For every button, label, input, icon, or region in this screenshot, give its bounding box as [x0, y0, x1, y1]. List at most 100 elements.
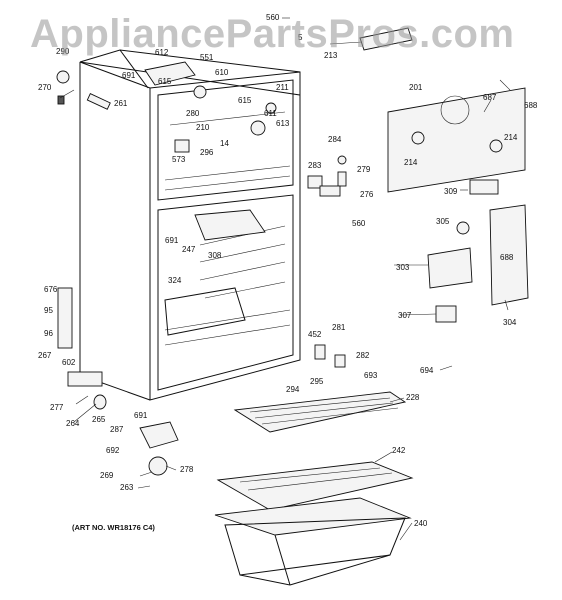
label-267: 267 [38, 351, 52, 360]
label-692: 692 [106, 446, 120, 455]
label-265: 265 [92, 415, 106, 424]
label-691-b: 691 [165, 236, 179, 245]
part-211 [265, 102, 277, 114]
label-277: 277 [50, 403, 64, 412]
part-283 [307, 175, 323, 189]
part-602 [67, 371, 103, 387]
part-452 [314, 344, 326, 360]
label-613: 613 [276, 119, 290, 128]
part-573 [174, 139, 190, 153]
label-95: 95 [44, 306, 53, 315]
label-602: 602 [62, 358, 76, 367]
part-261 [86, 93, 111, 110]
watermark: AppliancePartsPros.com [30, 12, 515, 56]
part-282 [334, 354, 346, 368]
part-279 [337, 171, 347, 187]
label-676: 676 [44, 285, 58, 294]
part-214b [489, 139, 503, 153]
label-691-c: 691 [134, 411, 148, 420]
label-612: 612 [155, 48, 169, 57]
label-284: 284 [328, 135, 342, 144]
label-261: 261 [114, 99, 128, 108]
shelf-228 [233, 391, 407, 433]
part-305 [456, 221, 470, 235]
label-560: 560 [266, 13, 280, 22]
label-296: 296 [200, 148, 214, 157]
refrigerator-cabinet [79, 49, 301, 401]
part-labels: 560 5 213 290 612 551 691 615 610 270 26… [38, 13, 538, 528]
label-280: 280 [186, 109, 200, 118]
label-611: 611 [264, 109, 277, 118]
label-96: 96 [44, 329, 53, 338]
part-270 [57, 95, 65, 105]
part-265 [93, 394, 107, 410]
label-304: 304 [503, 318, 517, 327]
part-284 [337, 155, 347, 165]
label-228: 228 [406, 393, 420, 402]
part-612 [144, 61, 196, 86]
label-240: 240 [414, 519, 428, 528]
label-688: 688 [524, 101, 538, 110]
label-214-b: 214 [404, 158, 418, 167]
label-307: 307 [398, 311, 412, 320]
label-691: 691 [122, 71, 136, 80]
label-269: 269 [100, 471, 114, 480]
part-95 [57, 287, 73, 349]
label-201: 201 [409, 83, 423, 92]
label-324: 324 [168, 276, 182, 285]
shelf-bracket-308 [194, 209, 266, 241]
label-305: 305 [436, 217, 450, 226]
label-687: 687 [483, 93, 497, 102]
label-560-b: 560 [352, 219, 366, 228]
label-615-b: 615 [238, 96, 252, 105]
crisper-drawer-240 [214, 497, 412, 586]
label-294: 294 [286, 385, 300, 394]
part-307 [435, 305, 457, 323]
label-290: 290 [56, 47, 70, 56]
label-278: 278 [180, 465, 194, 474]
label-693: 693 [364, 371, 378, 380]
art-number: (ART NO. WR18176 C4) [72, 523, 155, 532]
label-270: 270 [38, 83, 52, 92]
label-211: 211 [276, 83, 289, 92]
label-264: 264 [66, 419, 80, 428]
part-214a [411, 131, 425, 145]
label-263: 263 [120, 483, 134, 492]
label-5: 5 [298, 33, 303, 42]
label-287: 287 [110, 425, 124, 434]
part-309 [469, 179, 499, 195]
label-242: 242 [392, 446, 406, 455]
part-304 [489, 204, 529, 306]
label-615: 615 [158, 77, 172, 86]
label-309: 309 [444, 187, 458, 196]
label-214: 214 [504, 133, 518, 142]
parts [56, 27, 529, 476]
part-290 [56, 70, 70, 84]
label-279: 279 [357, 165, 371, 174]
label-452: 452 [308, 330, 322, 339]
label-282: 282 [356, 351, 370, 360]
label-573: 573 [172, 155, 186, 164]
label-14: 14 [220, 139, 229, 148]
label-610: 610 [215, 68, 229, 77]
label-247: 247 [182, 245, 196, 254]
label-210: 210 [196, 123, 210, 132]
part-276 [319, 185, 341, 197]
part-610 [193, 85, 207, 99]
label-551: 551 [200, 53, 214, 62]
label-694: 694 [420, 366, 434, 375]
part-613 [250, 120, 266, 136]
label-283: 283 [308, 161, 322, 170]
part-278 [148, 456, 168, 476]
label-213: 213 [324, 51, 338, 60]
part-213 [359, 27, 413, 51]
label-295: 295 [310, 377, 324, 386]
glass-shelf-242 [216, 461, 414, 511]
label-308: 308 [208, 251, 222, 260]
part-287 [139, 421, 179, 449]
label-281: 281 [332, 323, 346, 332]
label-688-b: 688 [500, 253, 514, 262]
part-303 [427, 247, 473, 289]
